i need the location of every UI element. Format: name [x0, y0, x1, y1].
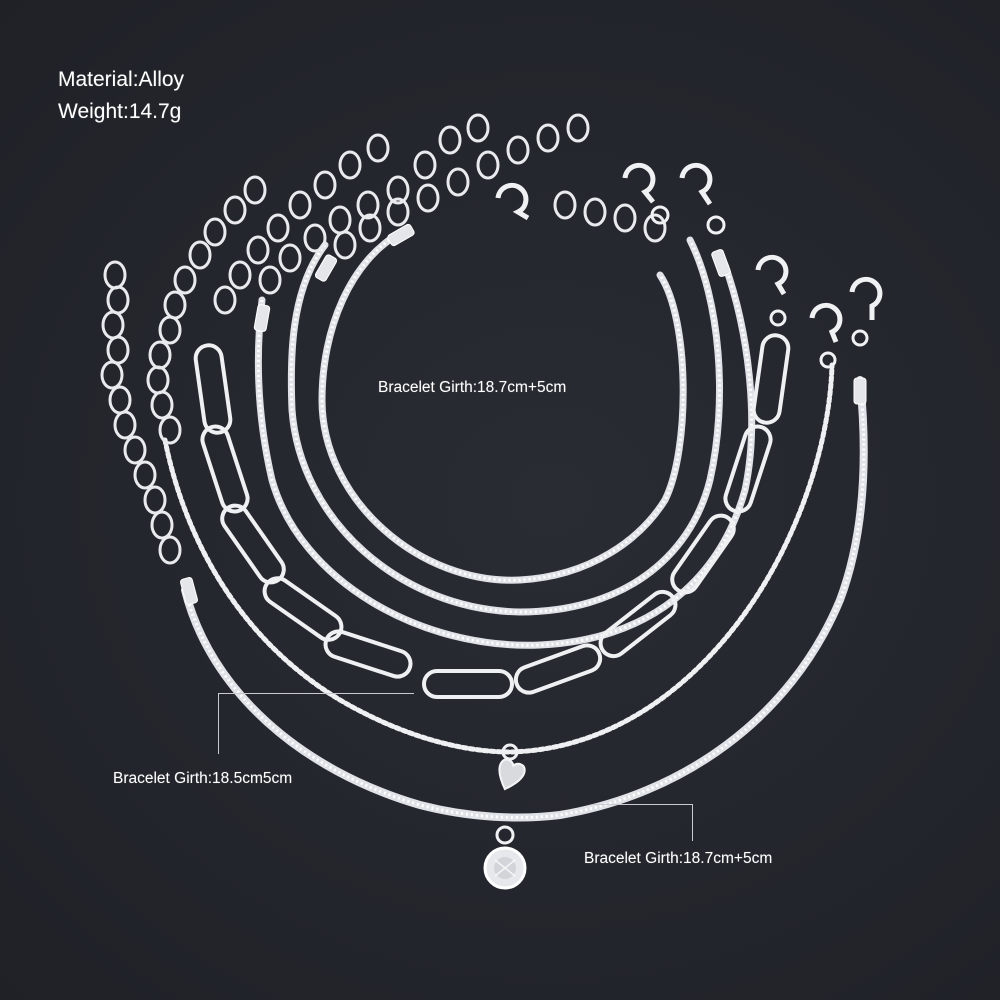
bracelet-outer-sparkle	[181, 376, 868, 890]
bracelet-paperclip-chain	[193, 333, 791, 699]
leader-line-right	[592, 804, 693, 841]
heart-charm	[498, 743, 526, 791]
bracelet-inner-sparkle-2	[287, 236, 723, 616]
bracelet-inner-sparkle-1	[318, 228, 687, 584]
leader-line-left	[218, 693, 414, 754]
extender-chains	[100, 113, 667, 565]
bracelet-bead-chain	[162, 362, 835, 791]
lobster-clasps	[495, 162, 883, 369]
weight-label: Weight:14.7g	[58, 100, 182, 123]
round-crystal-charm	[483, 825, 527, 890]
material-label: Material:Alloy	[58, 68, 185, 91]
girth-label-inner: Bracelet Girth:18.7cm+5cm	[378, 379, 567, 396]
girth-label-paperclip: Bracelet Girth:18.5cm5cm	[113, 770, 293, 787]
end-caps	[180, 223, 867, 605]
girth-label-pendant: Bracelet Girth:18.7cm+5cm	[584, 850, 773, 867]
